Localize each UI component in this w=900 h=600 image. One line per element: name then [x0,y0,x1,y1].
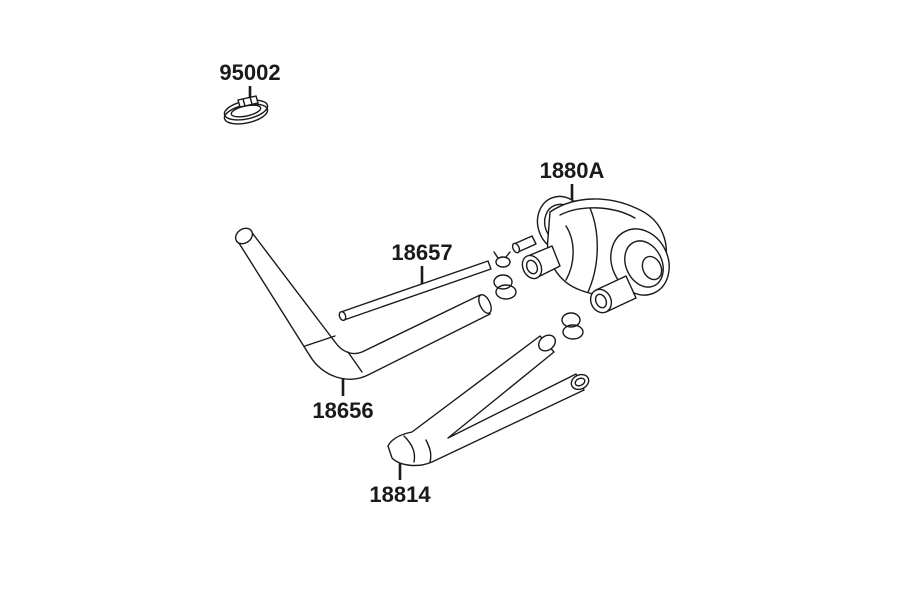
hose-clip-middle[interactable] [493,274,517,300]
label-18657: 18657 [391,240,452,265]
label-1880A: 1880A [540,158,605,183]
valve-1880A[interactable]: 1880A [511,158,680,316]
label-95002: 95002 [219,60,280,85]
vacuum-tube-18657[interactable]: 18657 [338,240,492,322]
label-18656: 18656 [312,398,373,423]
y-hose-18814[interactable]: 18814 [369,332,591,507]
label-18814: 18814 [369,482,431,507]
hose-clip-upper[interactable] [493,251,511,268]
hose-clip-lower[interactable] [561,312,584,340]
hose-clamp-95002[interactable]: 95002 [219,60,281,127]
air-hose-18656[interactable]: 18656 [233,225,494,423]
